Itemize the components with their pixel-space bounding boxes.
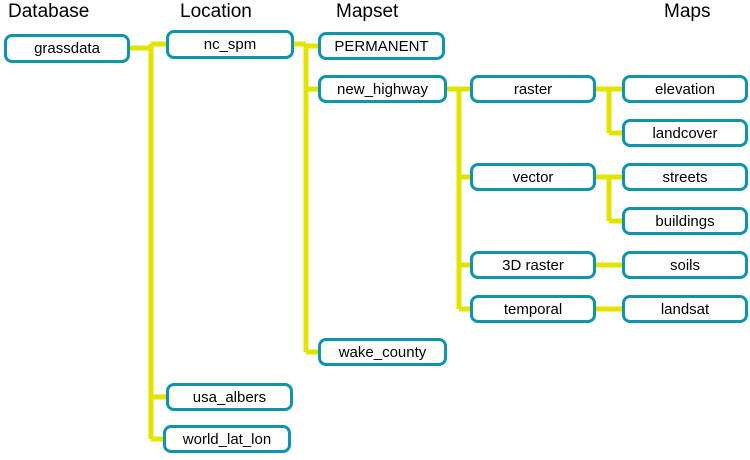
node-buildings: buildings [622,207,748,235]
node-landsat: landsat [622,295,748,323]
connector-raster-to-maps [596,86,622,136]
node-vector: vector [470,163,596,191]
header-mapset: Mapset [336,1,399,22]
node-permanent: PERMANENT [318,32,445,60]
header-database: Database [8,1,90,22]
node-temporal: temporal [470,295,596,323]
node-world-lat-lon: world_lat_lon [163,425,291,453]
header-location: Location [180,1,252,22]
header-maps: Maps [664,1,711,22]
node-soils: soils [622,251,748,279]
node-3d-raster: 3D raster [470,251,596,279]
connector-vector-to-maps [596,174,622,224]
node-nc-spm: nc_spm [166,30,294,59]
node-landcover: landcover [622,119,748,147]
connector-database-to-locations [130,41,166,442]
node-grassdata: grassdata [4,34,130,63]
node-streets: streets [622,163,748,191]
connector-mapset-to-types [447,86,470,312]
node-raster: raster [470,75,596,103]
node-usa-albers: usa_albers [166,383,293,411]
node-wake-county: wake_county [318,338,447,366]
connector-location-to-mapsets [294,41,318,355]
node-elevation: elevation [622,75,748,103]
node-new-highway: new_highway [318,75,447,103]
